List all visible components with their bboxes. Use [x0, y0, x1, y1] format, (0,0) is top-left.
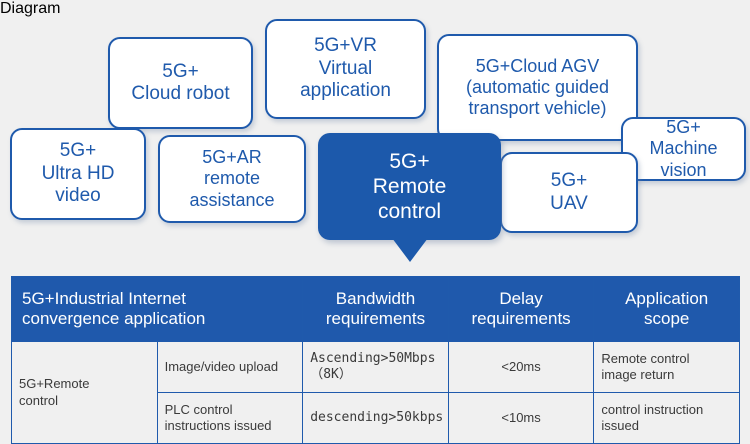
bubble-ultra-hd-video-label: 5G+ Ultra HD video: [41, 140, 115, 207]
bubble-vr-application-label: 5G+VR Virtual application: [300, 35, 391, 102]
cell-delay-uplink: <20ms: [447, 341, 595, 393]
cell-application-name: 5G+Remote control: [11, 341, 158, 444]
bubble-uav-label: 5G+ UAV: [550, 170, 588, 214]
callout-tail-icon: [391, 238, 428, 262]
column-header-delay-requirements: Delay requirements: [447, 276, 595, 342]
column-header-bandwidth-requirements: Bandwidth requirements: [302, 276, 449, 342]
bubble-ultra-hd-video[interactable]: 5G+ Ultra HD video: [10, 128, 146, 220]
cell-bandwidth-downlink: descending>50kbps: [302, 392, 449, 444]
table-row: 5G+Remote control Image/video upload Asc…: [11, 341, 740, 444]
cell-function-image-video-upload: Image/video upload: [156, 341, 304, 393]
bubble-uav[interactable]: 5G+ UAV: [500, 152, 638, 233]
cell-scope-uplink: Remote control image return: [593, 341, 740, 393]
bubble-cloud-robot[interactable]: 5G+ Cloud robot: [108, 37, 253, 129]
bubble-machine-vision-label: 5G+ Machine vision: [649, 117, 718, 180]
bubble-machine-vision[interactable]: 5G+ Machine vision: [621, 117, 746, 181]
callout-remote-control[interactable]: 5G+ Remote control: [318, 133, 501, 262]
bubble-vr-application[interactable]: 5G+VR Virtual application: [265, 19, 426, 119]
bubble-cloud-agv[interactable]: 5G+Cloud AGV (automatic guided transport…: [437, 34, 638, 141]
bubble-ar-assistance-label: 5G+AR remote assistance: [189, 147, 275, 210]
column-header-convergence-application: 5G+Industrial Internet convergence appli…: [10, 276, 304, 342]
table-header-row: 5G+Industrial Internet convergence appli…: [10, 276, 740, 342]
callout-remote-control-label: 5G+ Remote control: [372, 149, 447, 224]
cell-function-plc-control: PLC control instructions issued: [156, 392, 304, 444]
bubble-ar-assistance[interactable]: 5G+AR remote assistance: [158, 135, 306, 223]
table-row: PLC control instructions issued descendi…: [12, 392, 740, 444]
bubble-cloud-robot-label: 5G+ Cloud robot: [131, 60, 230, 104]
cell-delay-downlink: <10ms: [447, 392, 595, 444]
bubble-cloud-agv-label: 5G+Cloud AGV (automatic guided transport…: [465, 55, 610, 119]
column-header-application-scope: Application scope: [593, 276, 740, 342]
requirements-table: 5G+Industrial Internet convergence appli…: [10, 276, 740, 444]
cell-bandwidth-uplink: Ascending>50Mbps（8K）: [302, 341, 449, 393]
cell-scope-downlink: control instruction issued: [593, 392, 740, 444]
